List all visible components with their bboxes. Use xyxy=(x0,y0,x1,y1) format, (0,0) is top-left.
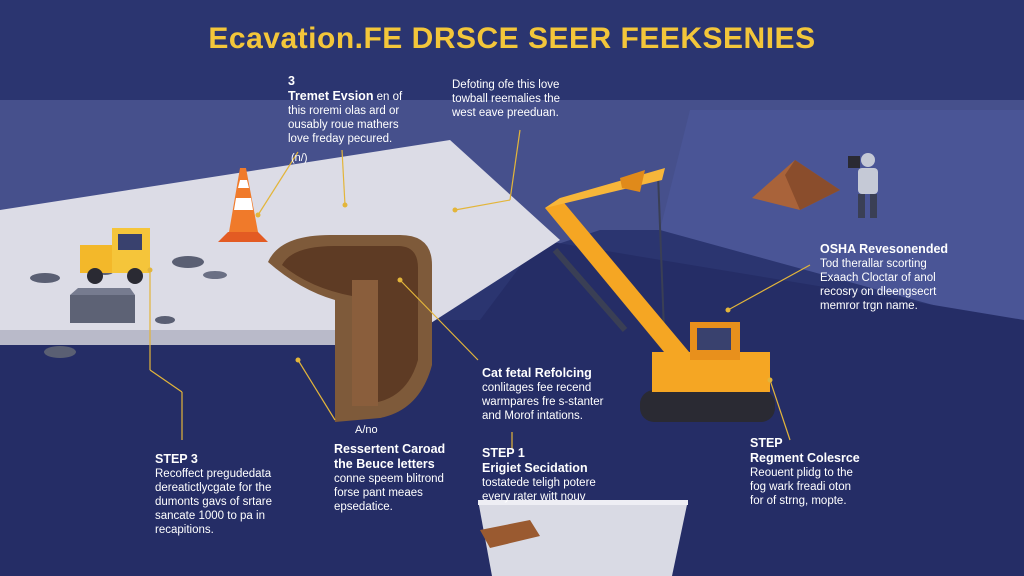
callout-regment-colesrce: STEP Regment Colesrce Reouent plidg to t… xyxy=(750,436,910,508)
ground-edge xyxy=(0,330,430,345)
callout-heading: STEP 1 Erigiet Secidation xyxy=(482,446,588,475)
cone-stripe xyxy=(238,180,249,188)
truck-wheel xyxy=(87,268,103,284)
cone-stripe xyxy=(234,198,253,210)
callout-heading: OSHA Revesonended xyxy=(820,242,949,256)
worker-leg xyxy=(858,194,865,218)
callout-heading: Cat fetal Refolcing xyxy=(482,366,592,380)
callout-body: en of this roremi olas ard or ousably ro… xyxy=(288,91,403,145)
worker-tool xyxy=(848,156,860,168)
callout-body: Defoting ofe this love towball reemalies… xyxy=(452,79,561,119)
callout-trench-evasion: 3 Tremet Evsion en of this roremi olas a… xyxy=(288,74,458,146)
callout-body: Reouent plidg to the fog wark freadi oto… xyxy=(750,467,853,507)
traffic-cone-base xyxy=(218,232,268,242)
excavator-tracks xyxy=(640,390,775,422)
stone-block-top xyxy=(70,288,135,295)
trench-interior xyxy=(282,246,418,406)
callout-defoting: Defoting ofe this love towball reemalies… xyxy=(452,78,612,120)
callout-body: tostatede teligh potere every rater witt… xyxy=(482,477,596,503)
callout-heading: STEP Regment Colesrce xyxy=(750,436,860,465)
callout-body: conne speem blitrond forse pant meaes ep… xyxy=(334,473,444,513)
excavator-window xyxy=(697,328,731,350)
callout-heading: Ressertent Caroad the Beuce letters xyxy=(334,442,446,471)
callout-small-note: A/no xyxy=(355,424,378,436)
callout-step-1: STEP 1 Erigiet Secidation tostatede teli… xyxy=(482,446,642,504)
rock xyxy=(172,256,204,268)
stone-block xyxy=(70,295,135,323)
excavator-cable xyxy=(657,173,665,331)
excavator-boom xyxy=(545,198,700,375)
callout-heading: STEP 3 xyxy=(155,452,198,466)
truck-wheel xyxy=(127,268,143,284)
worker-leg xyxy=(870,194,877,218)
callout-resistant-caroad: Ressertent Caroad the Beuce letters conn… xyxy=(334,442,484,514)
callout-osha: OSHA Revesonended Tod therallar scorting… xyxy=(820,242,1000,313)
excavator-bucket xyxy=(620,170,645,192)
container-box xyxy=(478,500,688,576)
callout-lines xyxy=(149,129,811,450)
callout-reinforcing: Cat fetal Refolcing conlitages fee recen… xyxy=(482,366,632,423)
truck-window xyxy=(118,234,142,250)
container-plank xyxy=(480,520,540,548)
material-pile-shade xyxy=(785,160,840,210)
rock xyxy=(44,346,76,358)
callout-heading: Tremet Evsion xyxy=(288,89,374,103)
worker-head xyxy=(861,153,875,167)
rock xyxy=(203,271,227,279)
page-title: Ecavation.FE DRSCE SEER FEEKSENIES xyxy=(208,22,816,55)
callout-note: (n/) xyxy=(291,152,308,164)
worker-body xyxy=(858,168,878,194)
right-plateau xyxy=(660,110,1024,330)
callout-step-number: 3 xyxy=(288,74,295,88)
container-rim xyxy=(478,500,688,505)
callout-body: Recoffect pregudedata dereatictlycgate f… xyxy=(155,468,272,536)
trench-shoring xyxy=(352,280,378,406)
excavator-hydraulic xyxy=(552,248,628,332)
callout-body: Tod therallar scorting Exaach Cloctar of… xyxy=(820,258,937,312)
callout-dots xyxy=(147,202,773,383)
callout-step-3: STEP 3 Recoffect pregudedata dereatictly… xyxy=(155,452,315,537)
callout-body: conlitages fee recend warmpares fre s-st… xyxy=(482,382,604,422)
rock xyxy=(155,316,175,324)
rock xyxy=(30,273,60,283)
